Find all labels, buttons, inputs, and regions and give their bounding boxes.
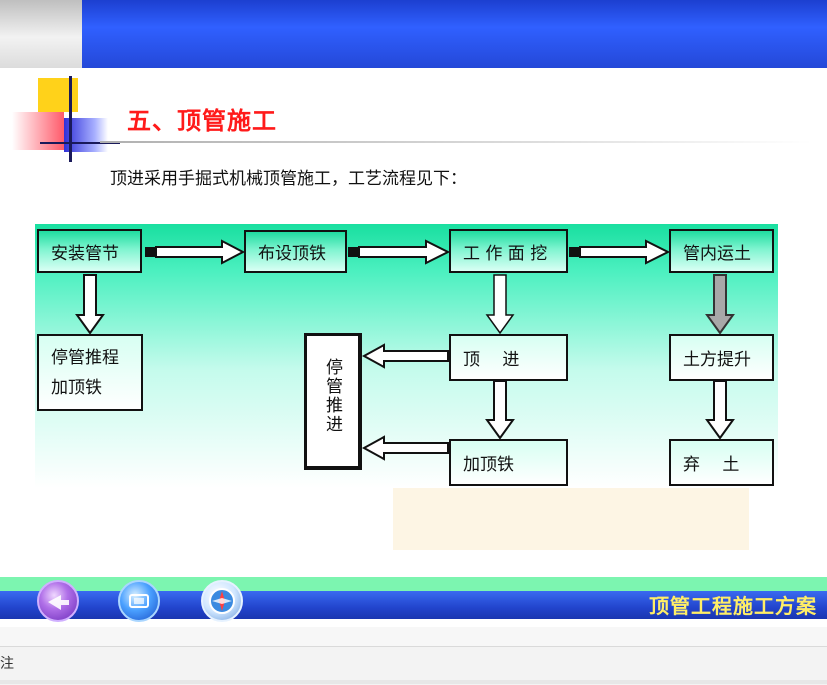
arrow-jack-left [361,343,449,369]
arrow-dig-to-transport [569,239,671,265]
node-face-dig: 工 作 面 挖 [449,229,568,273]
arrow-install-to-iron [145,239,246,265]
node-install-pipe-label: 安装管节 [51,243,119,264]
title-decoration [0,72,120,164]
node-add-iron: 加顶铁 [449,439,568,486]
node-stop-push-line2: 加顶铁 [51,377,102,398]
note-box [393,488,749,550]
node-place-iron-label: 布设顶铁 [258,244,326,264]
nav-back-button[interactable] [37,580,79,622]
arrow-lift-down [705,380,735,440]
intro-text: 顶进采用手掘式机械顶管施工，工艺流程见下： [110,169,467,189]
node-stop-vertical-label: 停管推进 [322,358,342,434]
gallery-icon [129,594,149,608]
slide-title: 五、顶管施工 [127,106,277,135]
node-stop-push-line1: 停管推程 [51,347,119,368]
node-stop-vertical: 停管推进 [304,333,362,470]
header-corner-tile [0,0,82,68]
node-lift-soil: 土方提升 [669,334,774,381]
node-soil-transport-label: 管内运土 [683,243,751,264]
compass-icon [209,588,235,614]
arrow-jack-down [485,380,515,440]
title-rule [100,141,812,143]
arrow-transport-down [705,274,735,335]
node-dispose: 弃 土 [669,439,774,486]
arrow-circle-icon [48,595,69,610]
node-soil-transport: 管内运土 [669,229,774,273]
node-dispose-label: 弃 土 [683,455,740,475]
arrow-iron-to-dig [348,239,451,265]
nav-gallery-button[interactable] [118,580,160,622]
node-face-dig-label: 工 作 面 挖 [463,243,548,264]
nav-compass-button[interactable] [201,580,243,622]
footer-title: 顶管工程施工方案 [649,594,817,618]
node-lift-soil-label: 土方提升 [683,350,751,370]
status-bar [0,680,827,684]
node-jack: 顶 进 [449,334,568,381]
arrow-add-iron-left [361,435,449,461]
notes-label: 注 [0,656,14,672]
node-install-pipe: 安装管节 [37,229,142,273]
arrow-dig-down [485,274,515,335]
node-add-iron-label: 加顶铁 [463,455,514,475]
editor-divider [0,627,827,646]
node-stop-push: 停管推程 加顶铁 [37,334,143,411]
header-banner [82,0,827,68]
notes-pane[interactable] [0,646,827,685]
node-jack-label: 顶 进 [463,350,520,370]
node-place-iron: 布设顶铁 [244,230,347,273]
arrow-install-down [75,274,105,335]
